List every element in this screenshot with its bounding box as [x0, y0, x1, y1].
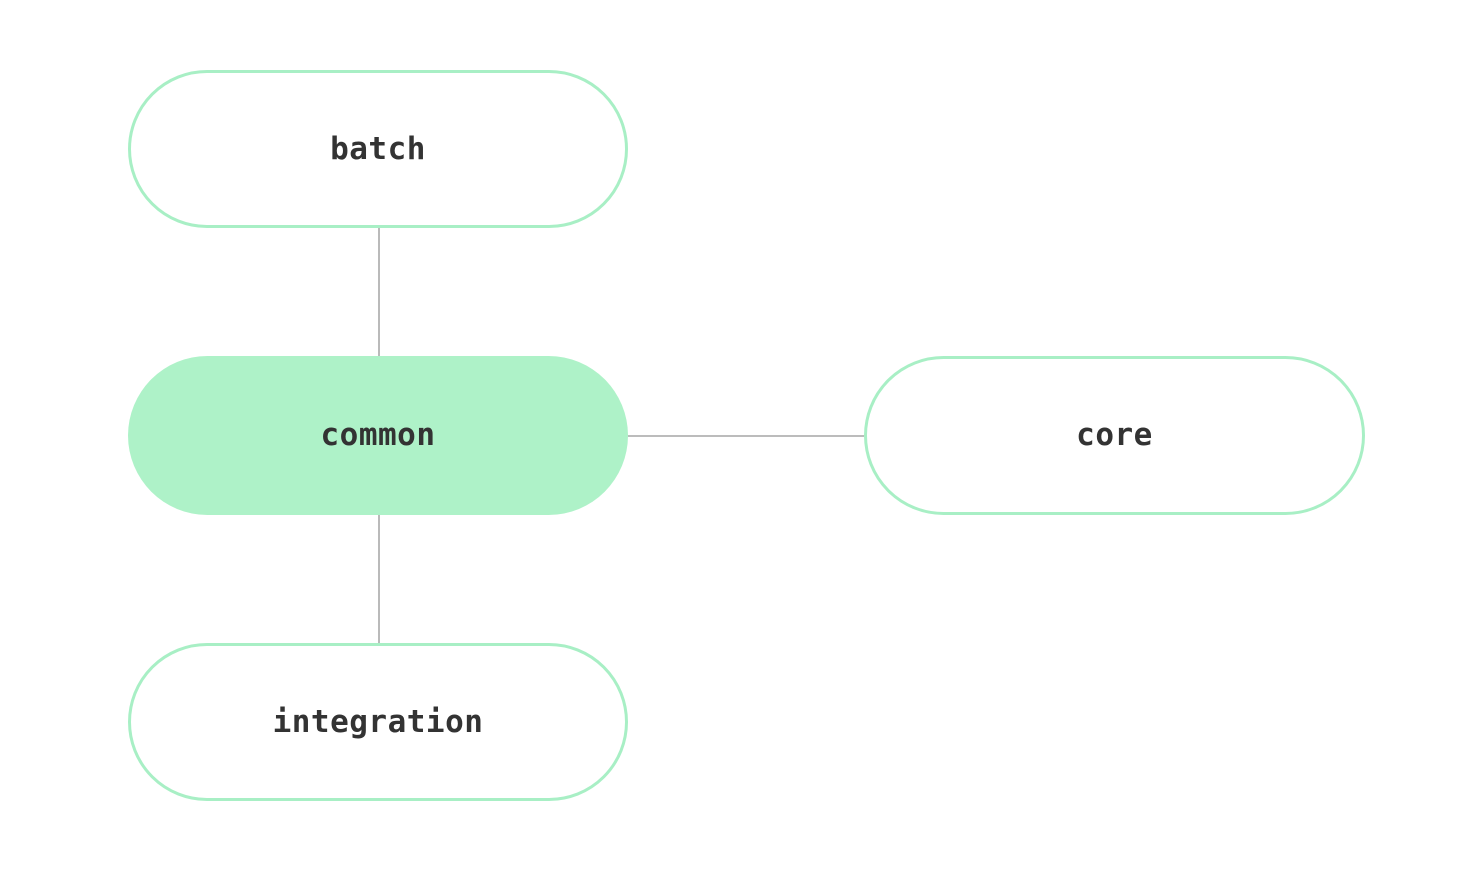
node-label-integration: integration	[272, 703, 484, 740]
node-core[interactable]: core	[864, 356, 1365, 515]
node-integration[interactable]: integration	[128, 643, 628, 801]
node-label-common: common	[320, 417, 436, 453]
node-label-core: core	[1076, 417, 1153, 453]
node-batch[interactable]: batch	[128, 70, 628, 228]
node-label-batch: batch	[330, 130, 426, 167]
node-common[interactable]: common	[128, 356, 628, 515]
